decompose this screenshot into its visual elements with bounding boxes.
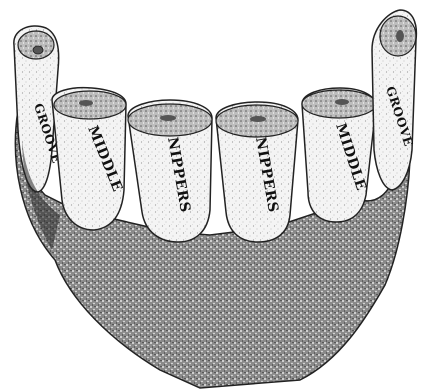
left-nipper-tooth: NIPPERS (128, 100, 212, 242)
right-middle-tooth: MIDDLE (302, 88, 376, 222)
right-nipper-tooth: NIPPERS (216, 102, 298, 242)
right-groove-tooth: GROOVE (372, 10, 416, 190)
